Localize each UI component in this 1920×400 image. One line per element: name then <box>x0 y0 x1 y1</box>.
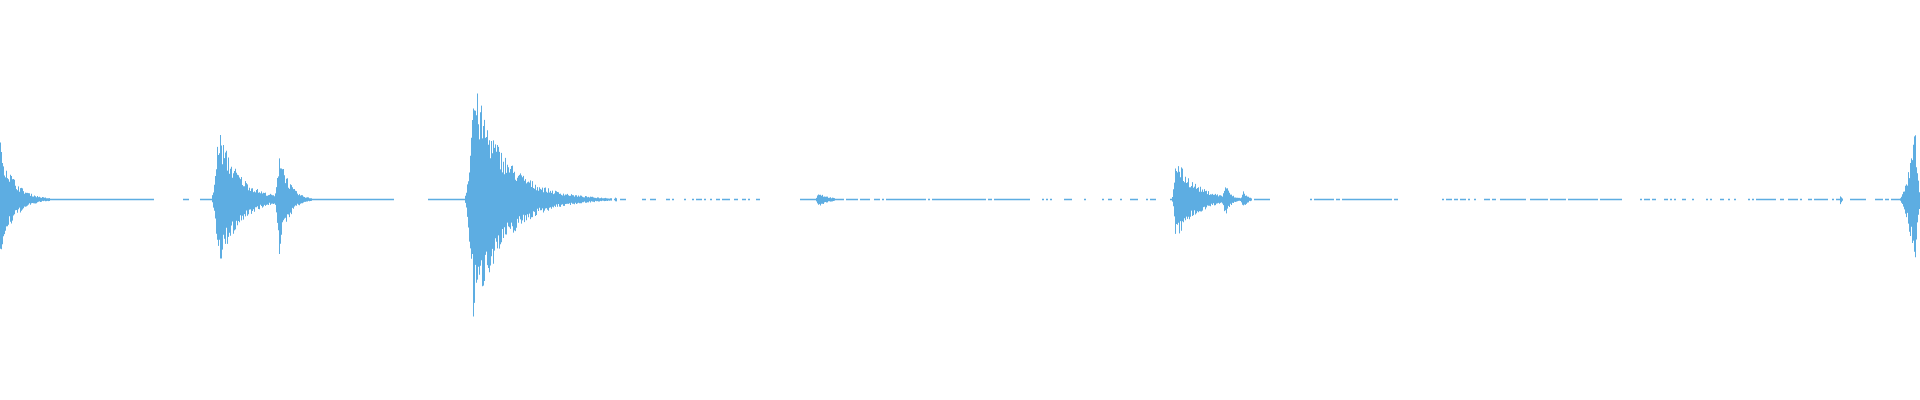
waveform-peaks <box>0 93 1920 317</box>
